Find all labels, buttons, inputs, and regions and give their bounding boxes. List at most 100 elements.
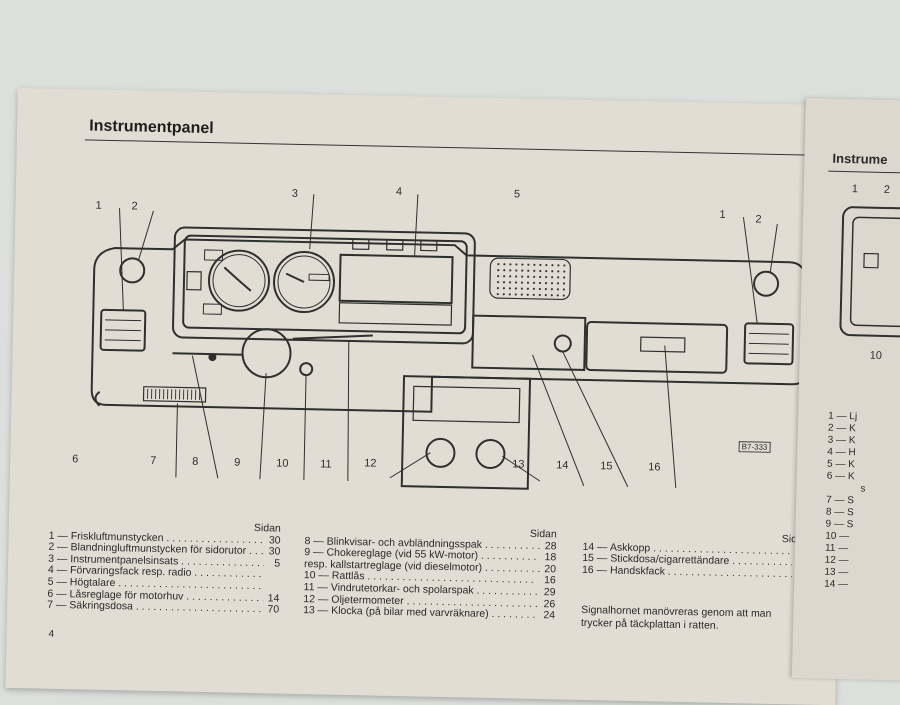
speaker-hole bbox=[515, 269, 517, 271]
speaker-hole bbox=[557, 270, 559, 272]
callout-1-right: 1 bbox=[719, 209, 725, 221]
speaker-hole bbox=[563, 264, 565, 266]
callout-14: 14 bbox=[556, 459, 568, 471]
callout-11: 11 bbox=[320, 458, 332, 470]
speaker-hole bbox=[521, 263, 523, 265]
manual-page: Instrumentpanel bbox=[5, 88, 847, 705]
speaker-hole bbox=[521, 287, 523, 289]
speaker-hole bbox=[533, 276, 535, 278]
next-page-list: 1 — Lj 2 — K 3 — K 4 — H 5 — K 6 — K s 7… bbox=[824, 411, 867, 592]
speaker-hole bbox=[563, 270, 565, 272]
speaker-hole bbox=[527, 270, 529, 272]
speaker-hole bbox=[539, 288, 541, 290]
speaker-hole bbox=[533, 270, 535, 272]
speaker-hole bbox=[539, 270, 541, 272]
next-list-item: 9 — S bbox=[825, 519, 864, 532]
speaker-hole bbox=[551, 282, 553, 284]
speaker-hole bbox=[539, 276, 541, 278]
speaker-hole bbox=[509, 293, 511, 295]
speaker-hole bbox=[509, 263, 511, 265]
speaker-hole bbox=[533, 288, 535, 290]
speaker-hole bbox=[527, 288, 529, 290]
speaker-hole bbox=[509, 275, 511, 277]
speaker-hole bbox=[497, 281, 499, 283]
callout-12: 12 bbox=[364, 457, 376, 469]
speaker-hole bbox=[497, 287, 499, 289]
speaker-hole bbox=[515, 263, 517, 265]
speaker-hole bbox=[539, 282, 541, 284]
centre-console bbox=[402, 376, 530, 489]
speaker-hole bbox=[527, 282, 529, 284]
speaker-hole bbox=[557, 282, 559, 284]
speaker-hole bbox=[503, 287, 505, 289]
next-list-item: 10 — bbox=[825, 531, 864, 544]
next-list-item: 7 — S bbox=[826, 495, 865, 508]
callout-7: 7 bbox=[150, 455, 156, 467]
speaker-hole bbox=[539, 264, 541, 266]
speaker-hole bbox=[563, 276, 565, 278]
callout-8: 8 bbox=[192, 456, 198, 468]
next-callout-2: 2 bbox=[884, 184, 890, 196]
ashtray bbox=[472, 316, 585, 370]
next-page-diagram bbox=[836, 203, 900, 345]
speaker-hole bbox=[545, 264, 547, 266]
speaker-hole bbox=[563, 282, 565, 284]
callout-2-left: 2 bbox=[131, 200, 137, 212]
legend-column-3: Sidan 14 — Askkopp33 15 — Stickdosa/ciga… bbox=[582, 530, 809, 581]
speaker-hole bbox=[563, 294, 565, 296]
speaker-hole bbox=[557, 288, 559, 290]
speaker-hole bbox=[545, 288, 547, 290]
speaker-hole bbox=[503, 281, 505, 283]
speaker-hole bbox=[563, 288, 565, 290]
callout-1-left: 1 bbox=[95, 200, 101, 212]
next-page-title: Instrume bbox=[832, 151, 887, 167]
speaker-hole bbox=[497, 275, 499, 277]
speaker-hole bbox=[515, 293, 517, 295]
speaker-hole bbox=[497, 269, 499, 271]
speaker-hole bbox=[533, 294, 535, 296]
speaker-hole bbox=[539, 294, 541, 296]
speaker-hole bbox=[551, 270, 553, 272]
fuse-box bbox=[143, 387, 205, 402]
callout-10: 10 bbox=[276, 457, 288, 469]
speaker-hole bbox=[515, 275, 517, 277]
cigarette-lighter bbox=[555, 335, 571, 351]
speaker-hole bbox=[503, 293, 505, 295]
speaker-hole bbox=[509, 269, 511, 271]
speaker-hole bbox=[533, 282, 535, 284]
speaker-hole bbox=[527, 264, 529, 266]
next-callout-1: 1 bbox=[852, 183, 858, 195]
next-list-item: s bbox=[826, 483, 865, 496]
next-list-item: 12 — bbox=[825, 555, 864, 568]
callout-9: 9 bbox=[234, 457, 240, 469]
speaker-hole bbox=[515, 281, 517, 283]
next-list-item: 6 — K bbox=[827, 471, 866, 484]
side-vent-left bbox=[120, 258, 144, 282]
speaker-hole bbox=[551, 288, 553, 290]
next-page-rule bbox=[828, 171, 900, 175]
speaker-hole bbox=[545, 294, 547, 296]
speaker-hole bbox=[527, 276, 529, 278]
steering-hub bbox=[242, 329, 291, 378]
ignition-lock bbox=[300, 363, 312, 375]
callout-16: 16 bbox=[648, 461, 660, 473]
clock bbox=[476, 440, 505, 469]
speaker-hole bbox=[545, 276, 547, 278]
speaker-hole bbox=[545, 270, 547, 272]
callout-5: 5 bbox=[514, 188, 520, 200]
speaker-hole bbox=[521, 281, 523, 283]
glovebox bbox=[586, 322, 727, 373]
speaker-hole bbox=[509, 281, 511, 283]
speaker-hole bbox=[545, 282, 547, 284]
speaker-hole bbox=[533, 264, 535, 266]
next-list-item: 11 — bbox=[825, 543, 864, 556]
speaker-hole bbox=[497, 263, 499, 265]
next-list-item: 4 — H bbox=[827, 447, 866, 460]
speaker-hole bbox=[527, 294, 529, 296]
next-list-item: 5 — K bbox=[827, 459, 866, 472]
speaker-hole bbox=[509, 287, 511, 289]
speaker-hole bbox=[551, 294, 553, 296]
horn-note: Signalhornet manövreras genom att man tr… bbox=[581, 604, 772, 634]
speaker-hole bbox=[497, 293, 499, 295]
speaker-hole bbox=[521, 269, 523, 271]
